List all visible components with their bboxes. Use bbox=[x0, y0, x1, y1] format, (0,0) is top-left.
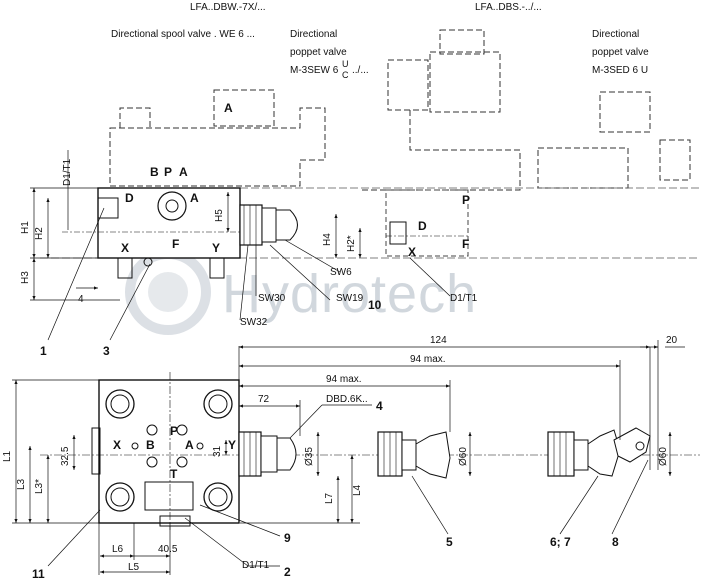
top-port-d: D bbox=[125, 191, 134, 205]
bottom-cartridge bbox=[238, 431, 297, 477]
label-dbd: DBD.6K.. bbox=[326, 394, 368, 405]
dim-20: 20 bbox=[666, 335, 678, 346]
dim-l3-star: L3* bbox=[34, 479, 45, 494]
top-cartridge bbox=[239, 204, 298, 246]
dim-h2: H2 bbox=[34, 227, 45, 240]
right-port-x: X bbox=[408, 245, 416, 259]
label-sw30: SW30 bbox=[258, 293, 286, 304]
callout-1: 1 bbox=[40, 344, 47, 358]
bottom-port-a: A bbox=[185, 438, 194, 452]
component-5 bbox=[377, 431, 451, 479]
poppet-valve-b-outline bbox=[537, 91, 691, 189]
dim-32-5: 32.5 bbox=[60, 446, 71, 466]
caption-poppet-b-line2: poppet valve bbox=[592, 47, 649, 58]
dim-l3: L3 bbox=[16, 478, 27, 490]
right-port-f: F bbox=[462, 237, 469, 251]
coil-a-label: A bbox=[224, 101, 233, 115]
callout-2: 2 bbox=[284, 565, 291, 579]
dim-31: 31 bbox=[212, 445, 223, 457]
callout-10: 10 bbox=[368, 298, 382, 312]
bottom-port-p: P bbox=[170, 424, 178, 438]
caption-dbs: LFA..DBS.-../... bbox=[475, 2, 542, 13]
caption-poppet-b-line1: Directional bbox=[592, 29, 639, 40]
dim-l5: L5 bbox=[128, 562, 140, 573]
caption-poppet-a-tail: ../... bbox=[352, 65, 369, 76]
top-port-labels: B P A D A F X Y bbox=[121, 165, 220, 255]
callout-3: 3 bbox=[103, 344, 110, 358]
dim-dia60-b: Ø60 bbox=[658, 447, 669, 466]
right-port-d: D bbox=[418, 219, 427, 233]
bottom-port-x: X bbox=[113, 438, 121, 452]
dim-l6: L6 bbox=[112, 544, 124, 555]
watermark: Hydrotech bbox=[125, 249, 477, 335]
caption-poppet-a-line1: Directional bbox=[290, 29, 337, 40]
dim-dia35: Ø35 bbox=[304, 447, 315, 466]
component-6-7 bbox=[547, 427, 651, 477]
callout-6-7: 6; 7 bbox=[550, 535, 571, 549]
bottom-block bbox=[40, 372, 700, 530]
bottom-port-b: B bbox=[146, 438, 155, 452]
dim-72: 72 bbox=[258, 394, 270, 405]
bottom-port-y: Y bbox=[228, 438, 236, 452]
watermark-text: Hydrotech bbox=[222, 264, 477, 324]
top-dimensions bbox=[30, 150, 451, 341]
top-dimension-labels: D1/T1 H1 H2 H3 4 H5 H4 H2* SW6 SW19 SW30… bbox=[20, 158, 478, 358]
right-poppet-block bbox=[385, 189, 469, 257]
top-port-x: X bbox=[121, 241, 129, 255]
dim-l7: L7 bbox=[324, 492, 335, 504]
top-port-f: F bbox=[172, 237, 179, 251]
dim-dia60-a: Ø60 bbox=[458, 447, 469, 466]
dim-94max-short: 94 max. bbox=[326, 374, 362, 385]
caption-poppet-b-line3: M-3SED 6 U bbox=[592, 65, 648, 76]
label-sw6: SW6 bbox=[330, 267, 352, 278]
top-port-b: B bbox=[150, 165, 159, 179]
caption-poppet-a-u: U bbox=[342, 59, 349, 69]
label-d1t1-bottom: D1/T1 bbox=[242, 560, 270, 571]
poppet-valve-a-outline bbox=[360, 29, 521, 191]
caption-dbw: LFA..DBW.-7X/... bbox=[190, 2, 266, 13]
right-port-p: P bbox=[462, 193, 470, 207]
top-port-a2: A bbox=[190, 191, 199, 205]
dim-l4: L4 bbox=[352, 484, 363, 496]
dim-h5: H5 bbox=[214, 209, 225, 222]
dim-40-5: 40.5 bbox=[158, 544, 178, 555]
dim-h3: H3 bbox=[20, 271, 31, 284]
dim-d1t1-vertical: D1/T1 bbox=[62, 158, 73, 186]
caption-poppet-a-line2: poppet valve bbox=[290, 47, 347, 58]
dim-h4: H4 bbox=[322, 233, 333, 246]
label-sw32: SW32 bbox=[240, 317, 268, 328]
dim-h2-star: H2* bbox=[346, 235, 357, 252]
bottom-port-labels: X B P A Y T bbox=[113, 424, 236, 481]
label-d1t1-top: D1/T1 bbox=[450, 293, 478, 304]
captions: LFA..DBW.-7X/... LFA..DBS.-../... Direct… bbox=[111, 2, 649, 80]
callout-9: 9 bbox=[284, 531, 291, 545]
dim-4-left: 4 bbox=[78, 294, 84, 305]
bottom-port-t: T bbox=[170, 467, 178, 481]
dim-h1: H1 bbox=[20, 221, 31, 234]
dim-94max-long: 94 max. bbox=[410, 354, 446, 365]
caption-poppet-a-c: C bbox=[342, 70, 349, 80]
dim-124: 124 bbox=[430, 335, 447, 346]
right-port-labels: P D F X bbox=[408, 193, 470, 259]
top-port-y: Y bbox=[212, 241, 220, 255]
callout-5: 5 bbox=[446, 535, 453, 549]
top-cover-block bbox=[62, 187, 241, 279]
spool-valve-outline bbox=[109, 89, 326, 187]
bottom-dimensions bbox=[12, 340, 685, 575]
dim-l1: L1 bbox=[2, 450, 13, 462]
callout-8: 8 bbox=[612, 535, 619, 549]
bottom-dimension-labels: 124 20 94 max. 94 max. 72 DBD.6K.. 4 L1 … bbox=[2, 335, 678, 581]
top-port-a: A bbox=[179, 165, 188, 179]
caption-poppet-a-line3: M-3SEW 6 bbox=[290, 65, 339, 76]
top-port-p: P bbox=[164, 165, 172, 179]
label-sw19: SW19 bbox=[336, 293, 364, 304]
caption-spool: Directional spool valve . WE 6 ... bbox=[111, 29, 255, 40]
callout-11: 11 bbox=[32, 567, 45, 581]
callout-4: 4 bbox=[376, 399, 383, 413]
